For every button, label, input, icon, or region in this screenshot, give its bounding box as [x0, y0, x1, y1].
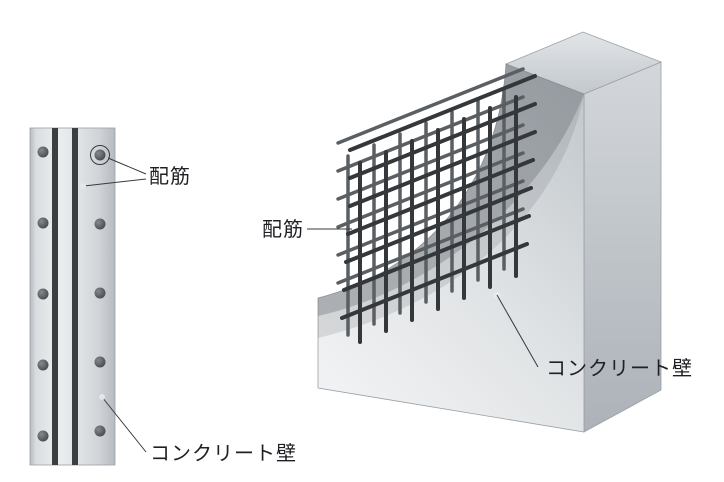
rebar-dots-left-column [37, 146, 49, 442]
horizontal-rebar [348, 74, 537, 152]
rebar-dot [37, 146, 49, 158]
leader-endpoint-dot [99, 394, 105, 400]
rebar-mesh-front-layer [340, 74, 537, 344]
rebar-dot [94, 425, 106, 437]
rebar-dot [37, 217, 49, 229]
horizontal-rebar [336, 179, 525, 257]
rebar-bar [52, 128, 58, 465]
rebar-mesh-back-layer [336, 67, 525, 337]
horizontal-rebar [336, 207, 525, 285]
rebar-bar [72, 128, 78, 465]
leader-line [83, 178, 147, 187]
rebar-dot [94, 149, 106, 161]
rebar-dot [37, 288, 49, 300]
horizontal-rebar [336, 95, 525, 173]
horizontal-rebar [336, 151, 525, 229]
isometric-view: 配筋 コンクリート壁 [262, 31, 693, 433]
rebar-dot [37, 430, 49, 442]
rebar-dot [37, 359, 49, 371]
wall-label: コンクリート壁 [546, 357, 693, 380]
wall-label: コンクリート壁 [150, 442, 297, 465]
leader-line [101, 396, 147, 453]
cross-section-view: 配筋 コンクリート壁 [29, 127, 297, 466]
rebar-label: 配筋 [149, 165, 191, 188]
leader-line [107, 157, 147, 175]
horizontal-rebar [336, 67, 525, 145]
leader-line [496, 294, 539, 368]
horizontal-rebar [346, 158, 535, 236]
rebar-dots-right-column [94, 149, 106, 437]
horizontal-rebar [340, 242, 529, 320]
horizontal-rebar [348, 102, 537, 180]
annotation-ring [90, 145, 110, 165]
rebar-dot [94, 287, 106, 299]
horizontal-rebar [348, 130, 537, 208]
rebar-dot [94, 356, 106, 368]
vertical-rebar-bars [52, 128, 78, 465]
horizontal-rebar [336, 123, 525, 201]
rebar-label: 配筋 [262, 218, 304, 241]
leader-endpoint-dot [80, 183, 86, 189]
rebar-dot [94, 218, 106, 230]
